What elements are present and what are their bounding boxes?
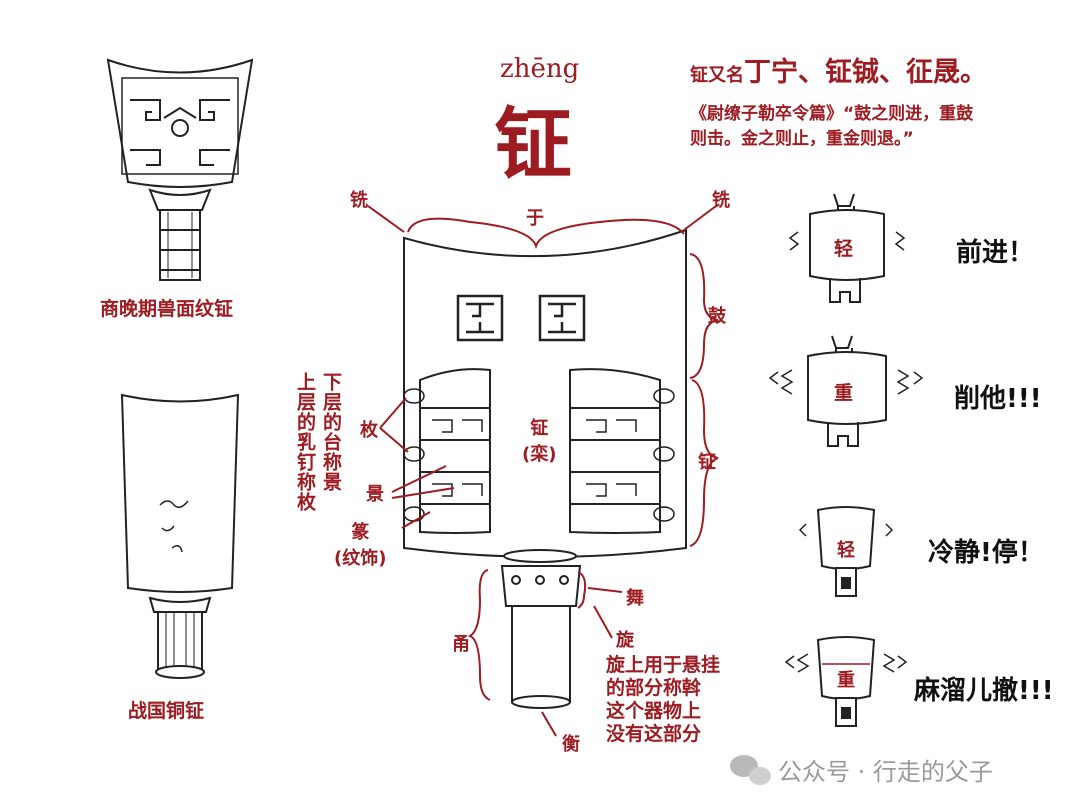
signal-bell-3	[798, 506, 894, 597]
label-jing: 景	[366, 484, 384, 505]
label-zheng-side: 钲	[698, 452, 716, 473]
alias-names: 丁宁、钲铖、征晟。	[744, 57, 987, 88]
xuan-note-line-2: 的部分称斡	[606, 677, 702, 699]
label-zhuan-line2: (纹饰)	[334, 548, 387, 569]
shang-zheng-illustration	[106, 58, 254, 281]
label-center: 钲 (栾)	[522, 414, 556, 466]
annotation-lines	[367, 205, 719, 737]
label-center-line1: 钲	[530, 418, 549, 439]
label-xian-left: 铣	[350, 190, 368, 211]
label-wu: 舞	[626, 588, 644, 609]
label-xuan: 旋	[616, 630, 634, 651]
quote-line-2: 则击。金之则止，重金则退。”	[690, 129, 914, 149]
signal-bell-1	[788, 193, 906, 303]
warring-zheng-illustration	[120, 393, 240, 679]
signal-mark-4: 重	[837, 670, 855, 691]
signal-meaning-1: 前进！	[956, 238, 1035, 268]
signal-bell-2	[768, 335, 924, 447]
xuan-note-line-3: 这个器物上	[606, 700, 702, 722]
quote-block: 《尉缭子勒卒令篇》“鼓之则进，重鼓 则击。金之则止，重金则退。”	[690, 102, 973, 152]
signal-mark-1: 轻	[834, 238, 854, 260]
signal-meaning-2: 削他!!!	[954, 384, 1042, 414]
xuan-note-line-4: 没有这部分	[606, 723, 702, 745]
xuan-note: 旋上用于悬挂 的部分称斡 这个器物上 没有这部分	[606, 654, 720, 746]
label-center-line2: (栾)	[522, 444, 557, 465]
warring-caption: 战国铜钲	[128, 700, 205, 722]
signal-bell-4	[784, 636, 908, 727]
wechat-icon	[730, 755, 771, 785]
signal-mark-3: 轻	[837, 540, 855, 561]
alias-line: 钲又名丁宁、钲铖、征晟。	[690, 50, 987, 89]
xuan-note-line-1: 旋上用于悬挂	[606, 654, 721, 676]
signal-meaning-4: 麻溜儿撤!!!	[914, 676, 1054, 706]
note-vertical-upper: 上层的乳钉称枚	[294, 372, 316, 512]
label-mei: 枚	[360, 420, 378, 441]
quote-line-1: 《尉缭子勒卒令篇》“鼓之则进，重鼓	[690, 104, 974, 124]
signal-meaning-3: 冷静!停！	[928, 538, 1044, 568]
label-gu: 鼓	[708, 306, 726, 327]
label-zhuan: 篆 (纹饰)	[334, 518, 386, 570]
watermark-text: 公众号 · 行走的父子	[778, 758, 993, 786]
label-xian-right: 铣	[712, 190, 730, 211]
label-yong: 甬	[452, 634, 470, 655]
title-character: 钲	[494, 100, 573, 190]
label-zhuan-line1: 篆	[351, 522, 370, 543]
alias-prefix: 钲又名	[690, 65, 744, 86]
label-heng: 衡	[562, 734, 580, 755]
shang-caption: 商晚期兽面纹钲	[100, 298, 234, 320]
signal-mark-2: 重	[834, 382, 854, 404]
pinyin-label: zhēng	[500, 54, 580, 84]
label-yu: 于	[526, 208, 544, 229]
main-zheng-illustration	[403, 228, 687, 709]
note-vertical-lower: 下层的台称景	[320, 372, 342, 492]
